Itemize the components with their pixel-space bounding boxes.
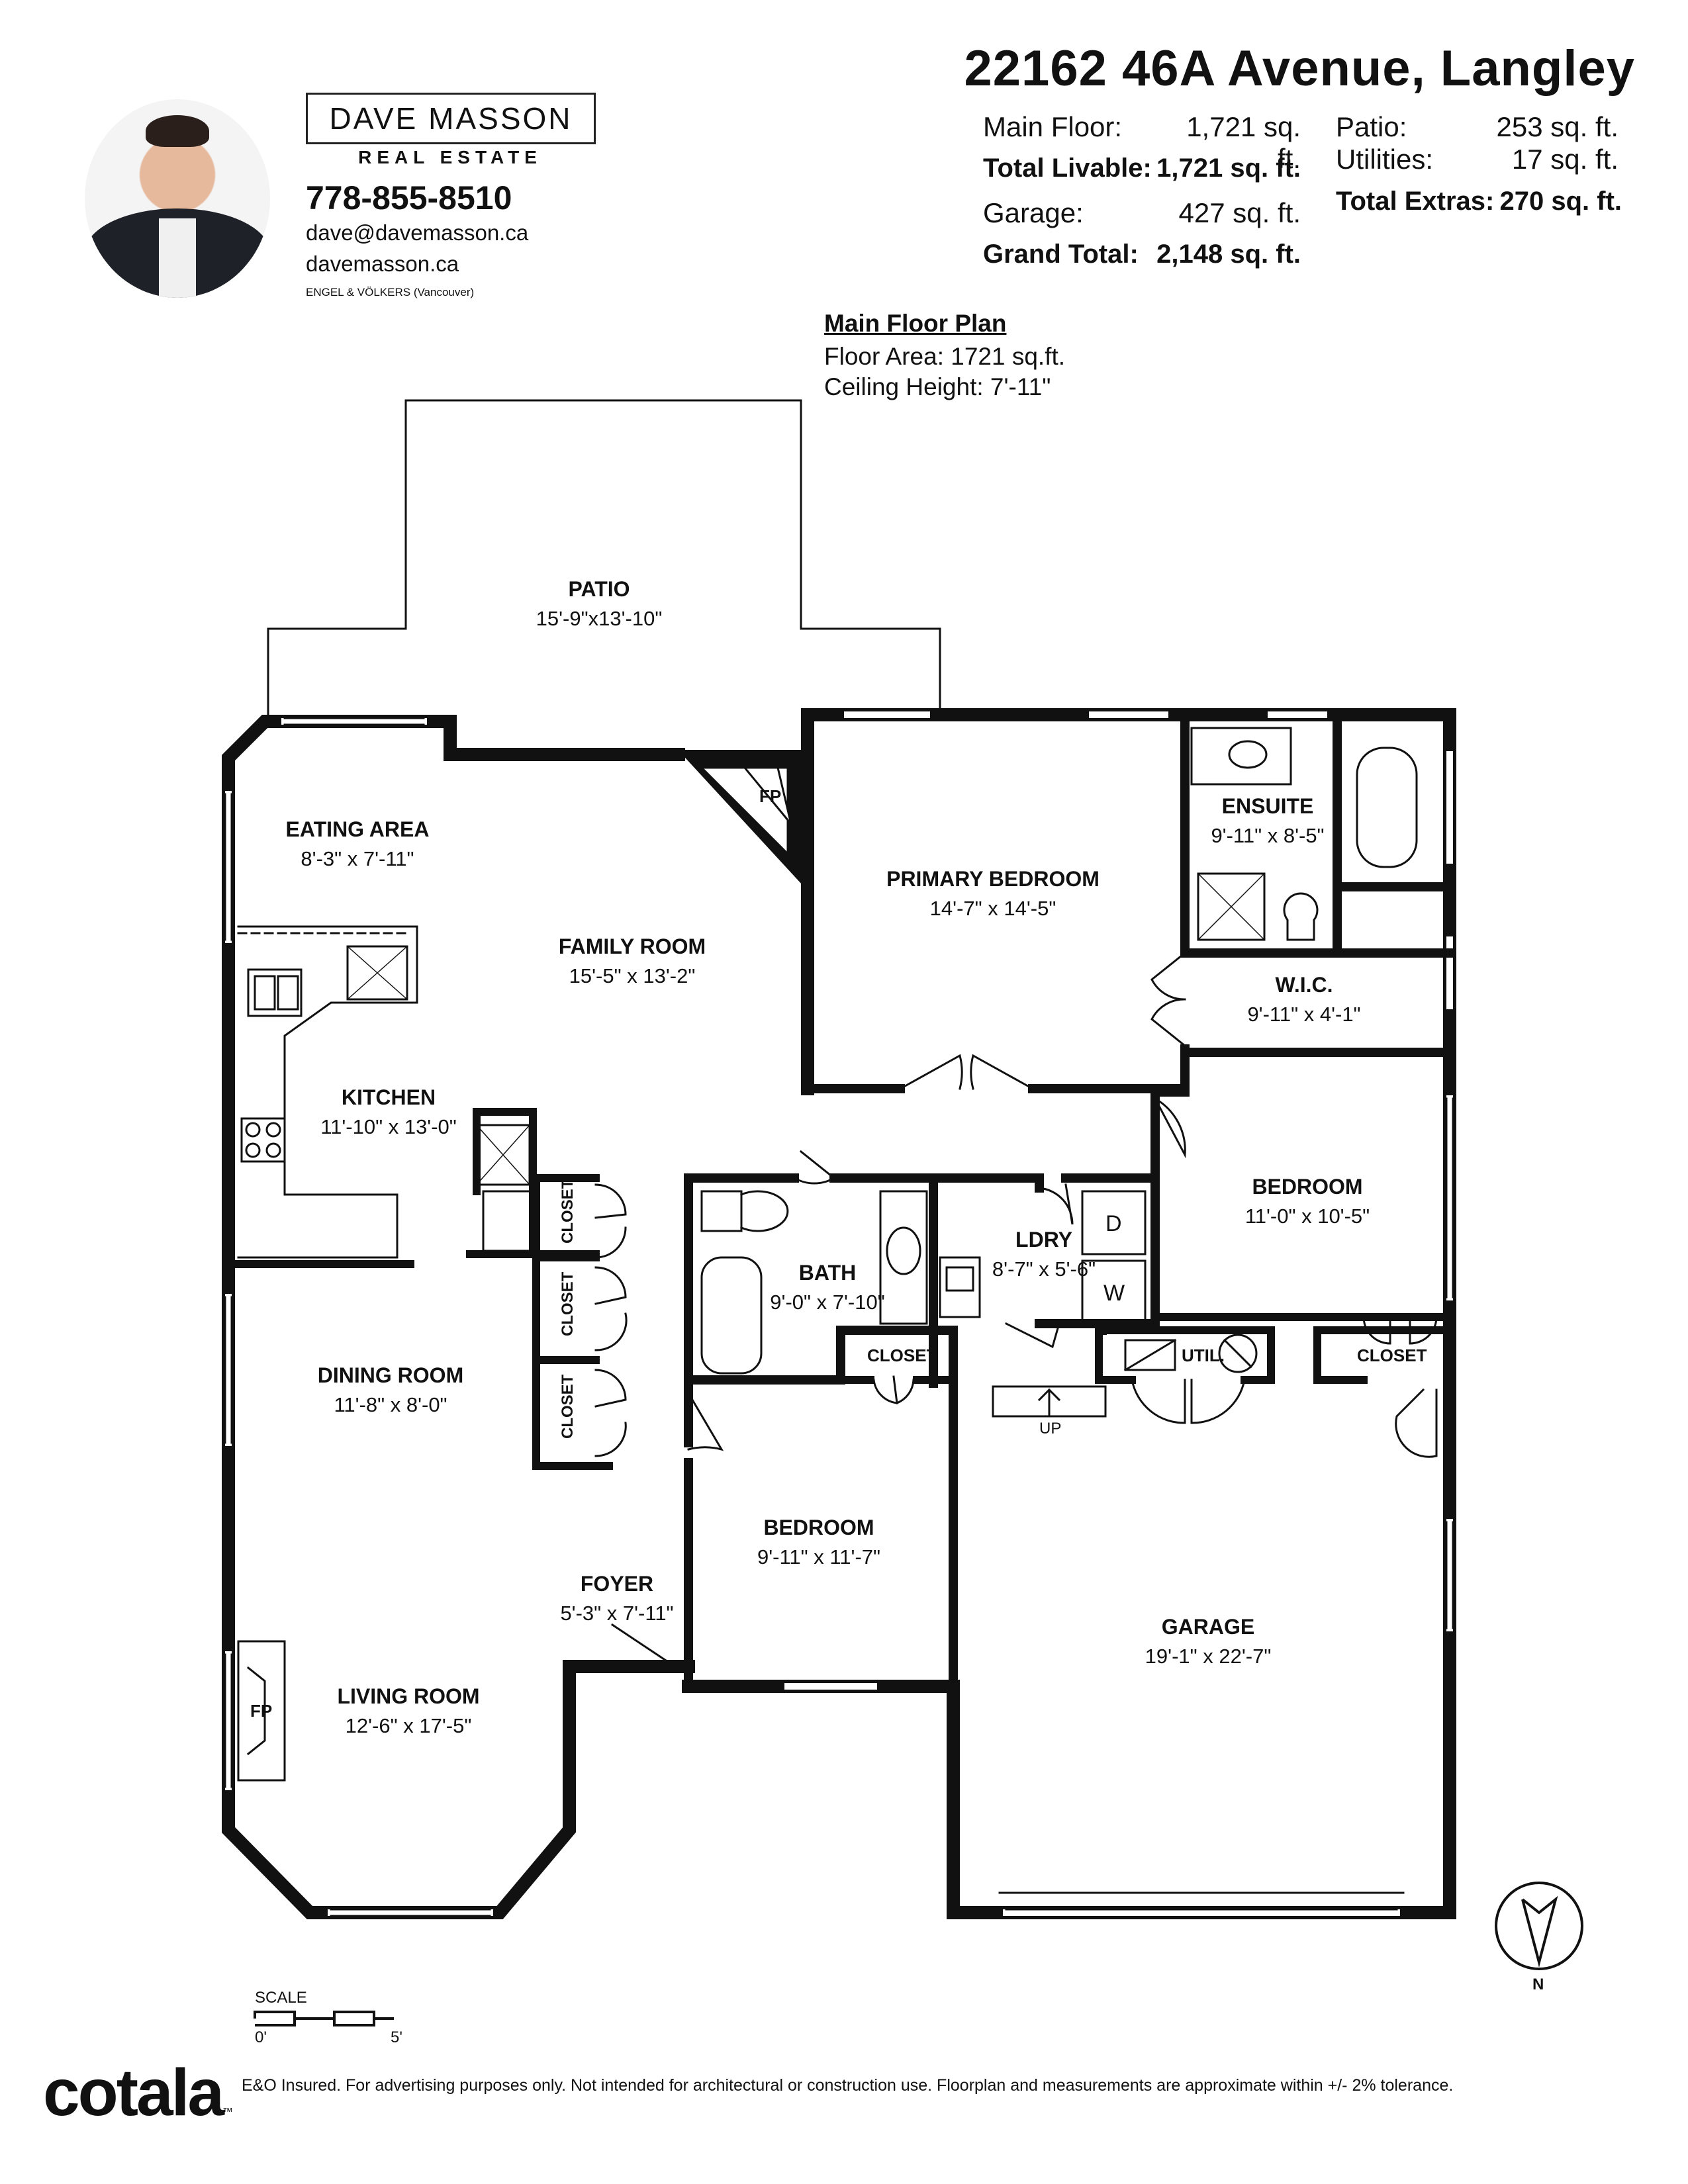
kitchen-counters — [237, 925, 418, 1259]
label-fp-living: FP — [250, 1701, 273, 1721]
primary-double-door — [898, 1054, 1035, 1091]
label-closet-bedroom: CLOSET — [1357, 1345, 1427, 1365]
agent-website[interactable]: davemasson.ca — [306, 251, 459, 276]
brand-subtitle: REAL ESTATE — [358, 147, 542, 167]
label-fp-family: FP — [759, 786, 782, 806]
label-closet-2: CLOSET — [559, 1271, 577, 1336]
utilities-label: Utilities: — [1336, 144, 1434, 175]
patio-label: Patio: — [1336, 111, 1407, 142]
total-extras-value: 270 sq. ft. — [1499, 187, 1622, 216]
footer-disclaimer: E&O Insured. For advertising purposes on… — [242, 2076, 1454, 2095]
plan-title: Main Floor Plan — [824, 310, 1007, 337]
brand-name: DAVE MASSON — [306, 93, 596, 144]
grand-total-label: Grand Total: — [983, 240, 1139, 269]
scale-title: SCALE — [255, 1989, 307, 2007]
living-fireplace — [237, 1640, 286, 1782]
utilities-value: 17 sq. ft. — [1511, 144, 1618, 175]
total-livable-value: 1,721 sq. ft. — [1156, 154, 1301, 183]
patio-sliding-door — [482, 750, 683, 759]
plan-ceiling-height: Ceiling Height: 7'-11" — [824, 373, 1051, 400]
main-floor-label: Main Floor: — [983, 111, 1123, 142]
grand-total-value: 2,148 sq. ft. — [1156, 240, 1301, 269]
patio-outline — [267, 399, 941, 716]
label-up: UP — [1039, 1420, 1062, 1437]
cotala-logo: cotala™ — [43, 2056, 234, 2130]
scale-bar — [254, 2011, 394, 2026]
north-compass — [1495, 1882, 1583, 1970]
label-closet-3: CLOSET — [559, 1374, 577, 1439]
listing-address: 22162 46A Avenue, Langley — [964, 40, 1635, 97]
main-floor-value: 1,721 sq. ft. — [1186, 111, 1301, 174]
patio-value: 253 sq. ft. — [1496, 111, 1618, 142]
garage-label: Garage: — [983, 197, 1084, 228]
total-livable-label: Total Livable: — [983, 154, 1152, 183]
agent-email[interactable]: dave@davemasson.ca — [306, 220, 529, 245]
total-extras-label: Total Extras: — [1336, 187, 1495, 216]
room-wic: W.I.C.9'-11" x 4'-1" — [1247, 973, 1361, 1026]
label-closet-bath: CLOSET — [867, 1345, 937, 1365]
scale-end: 5' — [391, 2028, 402, 2046]
plan-floor-area: Floor Area: 1721 sq.ft. — [824, 343, 1066, 370]
label-closet-1: CLOSET — [559, 1179, 577, 1244]
agent-phone[interactable]: 778-855-8510 — [306, 179, 512, 216]
scale-start: 0' — [255, 2028, 267, 2046]
label-north: N — [1532, 1976, 1544, 1993]
label-washer: W — [1103, 1281, 1125, 1306]
brokerage-name: ENGEL & VÖLKERS (Vancouver) — [306, 286, 475, 298]
garage-value: 427 sq. ft. — [1178, 197, 1301, 228]
label-util: UTIL. — [1182, 1345, 1225, 1365]
agent-photo — [85, 99, 270, 298]
label-dryer: D — [1105, 1211, 1122, 1236]
